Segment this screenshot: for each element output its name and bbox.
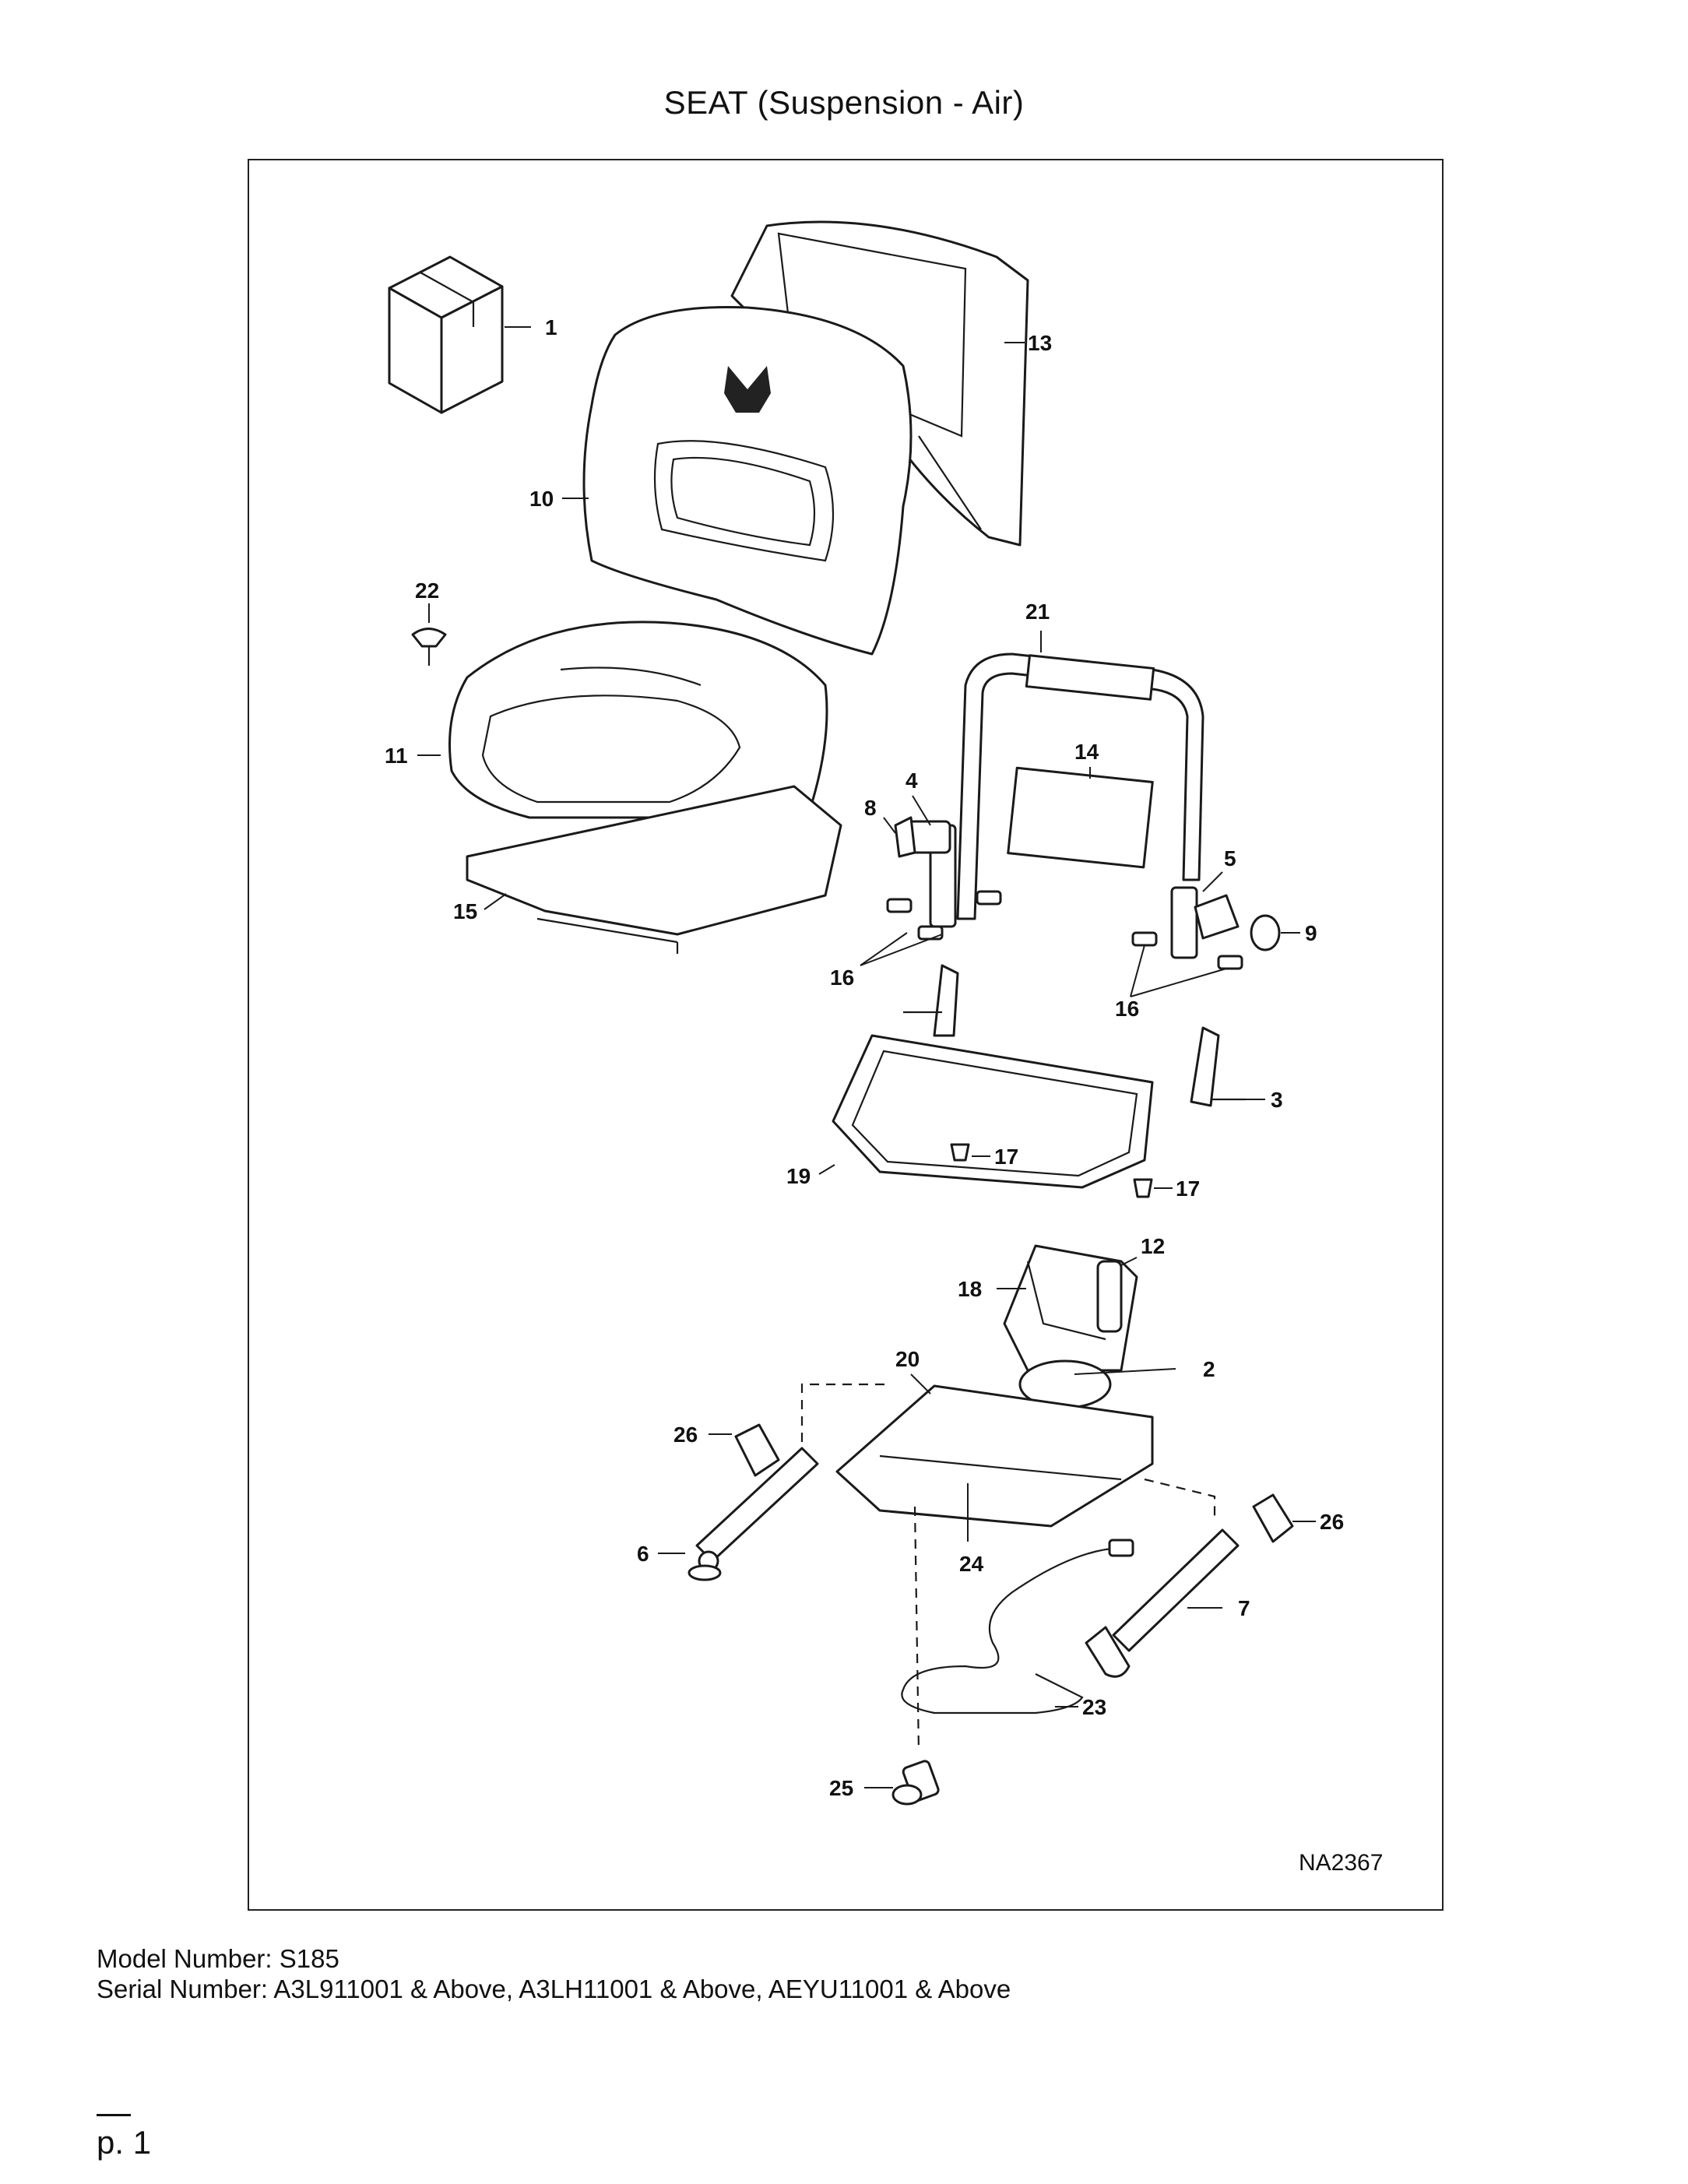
left-recliner <box>894 816 957 928</box>
screw-22 <box>411 628 447 666</box>
slide-latch-right <box>1252 1493 1294 1543</box>
slide-rail-right <box>1085 1528 1240 1678</box>
callout-10: 10 <box>529 487 554 511</box>
callout-26a: 26 <box>673 1423 698 1447</box>
switch-25 <box>891 1760 940 1806</box>
callout-20: 20 <box>895 1347 920 1371</box>
callout-17b: 17 <box>1176 1176 1200 1201</box>
serial-number: Serial Number: A3L911001 & Above, A3LH11… <box>97 1975 1011 2003</box>
slide-rail-left <box>688 1447 819 1581</box>
drawing-code: NA2367 <box>1299 1850 1383 1876</box>
seat-frame <box>832 964 1246 1189</box>
callout-18: 18 <box>958 1277 982 1301</box>
callout-24: 24 <box>959 1552 984 1576</box>
callout-15: 15 <box>453 899 477 923</box>
suspension-base <box>835 1384 1154 1528</box>
callout-4: 4 <box>906 768 918 793</box>
slide-latch-left <box>734 1423 780 1477</box>
callout-6: 6 <box>637 1542 649 1566</box>
callout-17a: 17 <box>994 1145 1018 1169</box>
callout-9: 9 <box>1305 921 1317 945</box>
callout-11: 11 <box>385 744 408 768</box>
callout-16a: 16 <box>830 965 854 990</box>
callout-8: 8 <box>864 796 877 820</box>
bumper-17a <box>950 1143 970 1162</box>
callout-2: 2 <box>1203 1357 1215 1381</box>
callout-13: 13 <box>1028 331 1052 355</box>
callout-22: 22 <box>415 579 439 603</box>
backrest-cushion <box>582 305 913 656</box>
diagram-frame <box>248 159 1444 1911</box>
backrest-pad <box>1007 766 1154 869</box>
right-recliner <box>1170 886 1281 959</box>
callout-5: 5 <box>1224 846 1236 870</box>
suspension-assembly <box>1003 1244 1138 1409</box>
alignment-guide <box>1144 1478 1216 1522</box>
page-title: SEAT (Suspension - Air) <box>663 84 1025 121</box>
callout-25: 25 <box>829 1776 853 1800</box>
wiring-harness <box>901 1539 1134 1714</box>
callout-23: 23 <box>1082 1695 1106 1719</box>
bobcat-logo-icon <box>724 366 771 413</box>
alignment-guide <box>913 1506 920 1753</box>
page-rule <box>97 2114 131 2116</box>
seat-cushion <box>448 621 828 850</box>
callout-12: 12 <box>1141 1234 1165 1258</box>
callout-16b: 16 <box>1115 997 1139 1021</box>
seat-pan <box>466 785 842 954</box>
callout-3: 3 <box>1271 1088 1283 1112</box>
callout-1: 1 <box>545 315 557 339</box>
backrest-frame <box>956 652 1204 920</box>
alignment-guide <box>800 1383 888 1442</box>
model-number: Model Number: S185 <box>97 1944 339 1973</box>
box-icon <box>388 255 504 414</box>
callout-14: 14 <box>1074 740 1099 764</box>
callout-7: 7 <box>1238 1596 1250 1620</box>
callout-21: 21 <box>1025 600 1050 624</box>
callout-26b: 26 <box>1320 1510 1344 1534</box>
bumper-17b <box>1133 1178 1153 1198</box>
page-number: p. 1 <box>97 2124 152 2161</box>
callout-19: 19 <box>786 1164 811 1188</box>
